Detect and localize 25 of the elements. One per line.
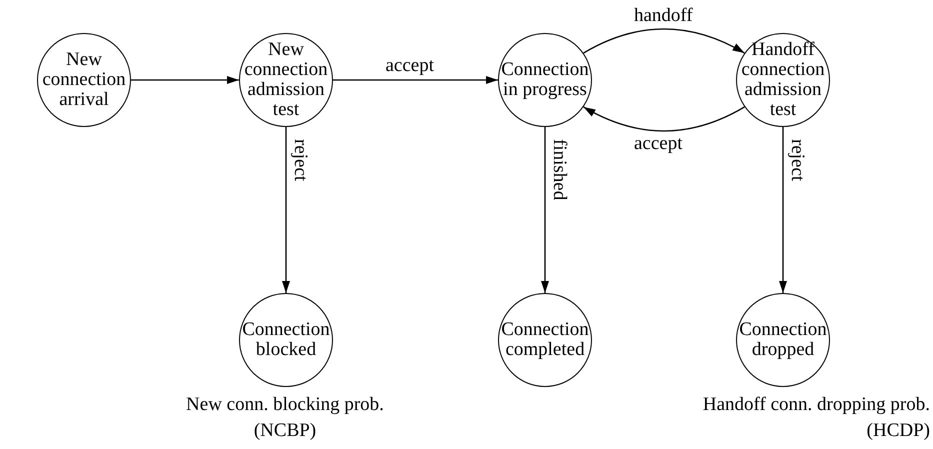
state-circle (498, 293, 592, 387)
edge-label: reject (788, 139, 807, 182)
arrow (583, 28, 745, 54)
arrow (282, 127, 290, 293)
arrow (333, 76, 498, 84)
state-label: Connection completed (500, 320, 590, 360)
state-label: Connection blocked (241, 320, 331, 360)
state-label: New connection arrival (41, 50, 127, 110)
state-label: Handoff connection admission test (740, 40, 826, 120)
caption-text: Handoff conn. dropping prob. (HCDP) (702, 393, 930, 443)
state-circle (37, 33, 131, 127)
arrow (131, 76, 239, 84)
state-circle (239, 293, 333, 387)
arrow (779, 127, 787, 293)
state-circle (736, 33, 830, 127)
caption-text: New conn. blocking prob. (NCBP) (185, 393, 385, 443)
state-circle (239, 33, 333, 127)
state-label: Connection in progress (500, 60, 590, 100)
arrow (583, 106, 745, 132)
state-label: New connection admission test (243, 40, 329, 120)
state-circle (498, 33, 592, 127)
edge-label: reject (291, 139, 310, 182)
state-label: Connection dropped (738, 320, 828, 360)
arrow (541, 127, 549, 293)
state-circle (736, 293, 830, 387)
